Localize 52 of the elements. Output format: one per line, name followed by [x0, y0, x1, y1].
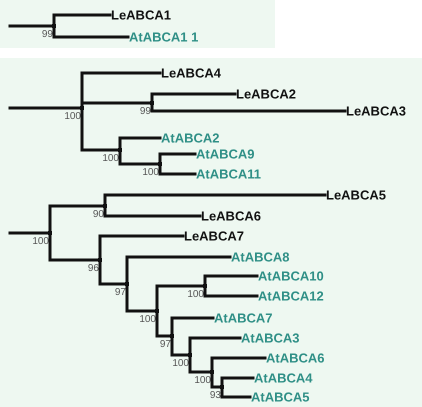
- branch-point: [170, 334, 174, 338]
- bootstrap-value: 100: [172, 358, 189, 369]
- branch-point: [155, 309, 159, 313]
- bootstrap-value: 96: [88, 263, 99, 274]
- tree-branch: [8, 232, 50, 234]
- taxon-label: AtABCA1 1: [129, 30, 198, 44]
- branch-point: [118, 148, 122, 152]
- bootstrap-value: 100: [102, 153, 119, 164]
- bootstrap-value: 100: [139, 314, 156, 325]
- taxon-label: LeABCA4: [161, 66, 221, 80]
- branch-point: [125, 282, 129, 286]
- taxon-label: LeABCA2: [236, 86, 296, 102]
- taxon-label: LeABCA1: [111, 8, 171, 22]
- taxon-label: LeABCA6: [201, 208, 261, 224]
- taxon-label: AtABCA10: [258, 268, 324, 284]
- bootstrap-value: 90: [92, 209, 104, 220]
- branch-point: [52, 24, 56, 28]
- tree-branch: [8, 24, 54, 28]
- bootstrap-value: 100: [187, 289, 204, 300]
- branch-point: [150, 101, 154, 105]
- branch-point: [80, 106, 84, 110]
- taxon-label: AtABCA8: [231, 250, 290, 264]
- branch-point: [188, 353, 192, 357]
- bootstrap-value: 100: [32, 236, 49, 247]
- branch-point: [220, 385, 224, 389]
- bootstrap-value: 100: [64, 111, 81, 122]
- branch-point: [48, 231, 52, 235]
- taxon-label: LeABCA3: [346, 104, 406, 118]
- branch-point: [210, 370, 214, 374]
- taxon-label: AtABCA9: [196, 146, 254, 162]
- taxon-label: AtABCA11: [196, 166, 262, 182]
- branch-point: [98, 258, 102, 262]
- taxon-label: AtABCA12: [258, 288, 324, 304]
- branch-point: [158, 162, 162, 166]
- taxon-label: AtABCA2: [161, 130, 220, 146]
- bootstrap-value: 100: [142, 167, 159, 178]
- bootstrap-value: 99: [42, 29, 53, 40]
- branch-point: [103, 204, 107, 208]
- taxon-label: AtABCA3: [241, 330, 300, 346]
- tree-branch: [8, 106, 82, 110]
- bootstrap-value: 97: [114, 287, 126, 298]
- bootstrap-value: 100: [194, 375, 211, 386]
- taxon-label: LeABCA7: [184, 228, 244, 244]
- taxon-label: AtABCA7: [214, 310, 272, 326]
- taxon-label: LeABCA5: [326, 188, 386, 202]
- branch-point: [203, 284, 207, 288]
- taxon-label: AtABCA6: [266, 350, 324, 366]
- taxon-label: AtABCA5: [251, 390, 310, 404]
- bootstrap-value: 93: [210, 390, 221, 401]
- taxon-label: AtABCA4: [254, 370, 312, 386]
- bootstrap-value: 99: [140, 106, 151, 117]
- bootstrap-value: 97: [160, 339, 171, 350]
